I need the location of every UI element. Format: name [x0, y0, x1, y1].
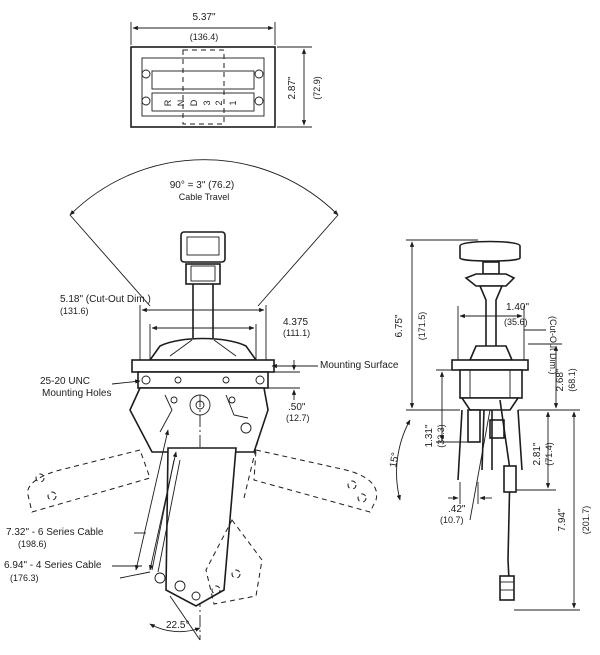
side-view: 6.75" (171.5) 1.40" (35.6) (Cut-Out Dim.… [388, 239, 591, 611]
side-794-mm: (201.7) [581, 506, 591, 535]
side-angle-label: 15° [388, 452, 401, 469]
cutout-mm: (131.6) [60, 306, 89, 316]
side-depth-in: 2.68" [555, 368, 566, 391]
hole-spacing-in: 4.375 [283, 317, 308, 328]
side-cutout-note: (Cut-Out Dim.) [548, 316, 558, 375]
offset-mm: (12.7) [286, 413, 310, 423]
housing-top [137, 371, 269, 389]
gear-letter-2: 2 [214, 100, 224, 105]
screw-bottom-right [254, 96, 264, 106]
side-knob-neck [482, 261, 500, 275]
screw-top-right [254, 69, 264, 79]
top-height-in: 2.87" [287, 76, 298, 99]
holes-label-line1: 25-20 UNC [40, 376, 90, 387]
cable-6-label: 7.32" - 6 Series Cable [6, 527, 104, 538]
gear-letter-n: N [176, 100, 186, 107]
cable-4-mm: (176.3) [10, 573, 39, 583]
gear-letter-r: R [163, 99, 173, 106]
top-lever-slot-hidden [182, 49, 225, 125]
top-bezel-outer [130, 46, 276, 128]
side-height-in: 6.75" [394, 314, 405, 337]
top-bezel-inner [141, 57, 265, 117]
screw-top-left [141, 69, 151, 79]
cable-4-label: 6.94" - 4 Series Cable [4, 560, 102, 571]
shifter-housing [129, 387, 269, 453]
offset-in: .50" [288, 402, 306, 413]
side-794-in: 7.94" [557, 508, 568, 531]
angle-label: 22.5° [166, 620, 189, 631]
cable-travel-arc [69, 159, 339, 216]
holes-label-line2: Mounting Holes [42, 388, 111, 399]
front-bezel-boot [148, 337, 258, 361]
screw-bottom-left [141, 96, 151, 106]
gear-letter-d: D [189, 99, 199, 106]
side-lower-block [467, 409, 481, 443]
travel-label: 90° = 3" (76.2) [170, 180, 235, 191]
side-cutout-in: 1.40" [506, 302, 529, 313]
top-view: R N D 3 2 1 5.37" (136.4) 2.87" (72.9) [130, 12, 322, 128]
top-width-mm: (136.4) [190, 32, 219, 42]
shift-handle-grip [180, 231, 226, 263]
side-angle-arc [396, 419, 411, 501]
side-131-mm: (33.3) [436, 424, 446, 448]
mounting-hole-right [255, 375, 265, 385]
top-height-mm: (72.9) [312, 76, 322, 100]
cutout-label: 5.18" (Cut-Out Dim.) [60, 294, 151, 305]
side-131-in: 1.31" [424, 424, 435, 447]
top-window-upper [151, 70, 255, 90]
side-knob [459, 240, 521, 262]
side-281-in: 2.81" [532, 442, 543, 465]
hole-spacing-mm: (111.1) [283, 328, 310, 338]
lever-position-lower [205, 519, 263, 605]
handle-collar-detail [190, 265, 216, 282]
gear-letter-1: 1 [228, 100, 238, 105]
top-width-in: 5.37" [192, 12, 215, 23]
gear-indicator-letters: R N D 3 2 1 [163, 99, 238, 106]
side-281-mm: (71.4) [544, 442, 554, 466]
side-cutout-mm: (35.6) [504, 317, 528, 327]
lever-position-right [253, 449, 378, 513]
side-shaft [478, 285, 504, 351]
handle-collar [185, 263, 221, 285]
side-height-mm: (171.5) [417, 312, 427, 341]
travel-sub-label: Cable Travel [179, 192, 230, 202]
side-42-mm: (10.7) [440, 515, 464, 525]
side-cable-clamp [503, 465, 517, 493]
cable-6-mm: (198.6) [18, 539, 47, 549]
side-housing [459, 369, 523, 399]
side-bezel [468, 345, 514, 361]
cable-4-dim-line [148, 451, 178, 571]
side-collar [464, 273, 516, 287]
front-view: 90° = 3" (76.2) Cable Travel 5.18" (Cut-… [4, 159, 399, 641]
mounting-hole-left [141, 375, 151, 385]
mounting-surface-label: Mounting Surface [320, 360, 399, 371]
side-42-in: .42" [448, 504, 466, 515]
lever-position-left [27, 449, 151, 513]
mounting-flange [131, 359, 275, 373]
side-flange [451, 359, 529, 371]
top-gear-window [151, 92, 255, 112]
shift-handle-button [186, 236, 220, 256]
gear-letter-3: 3 [202, 100, 212, 105]
angle-arc [149, 623, 201, 633]
side-depth-mm: (68.1) [567, 368, 577, 392]
side-cable-end [499, 575, 515, 601]
